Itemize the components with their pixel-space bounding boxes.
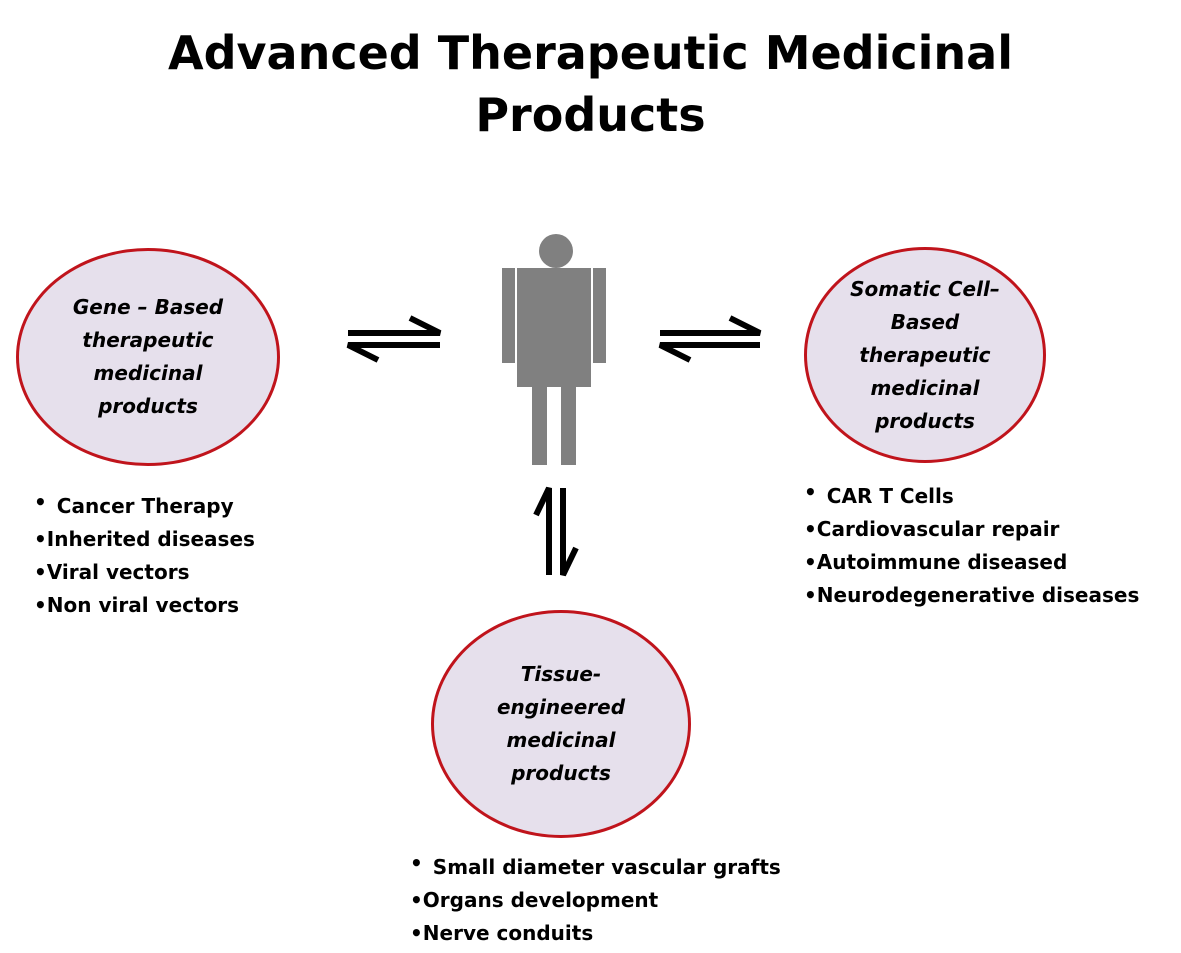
reversible-arrows-icon (346, 315, 442, 363)
list-item: Neurodegenerative diseases (804, 579, 1140, 612)
node-label-line: engineered (496, 695, 626, 719)
somatic-cell-node: Somatic Cell– Based therapeutic medicina… (804, 247, 1046, 463)
gene-based-node: Gene – Based therapeutic medicinal produ… (16, 248, 280, 466)
node-label-line: Gene – Based (72, 295, 224, 319)
list-item: Nerve conduits (410, 917, 781, 950)
node-label-line: Tissue- (520, 662, 602, 686)
list-item: Inherited diseases (34, 523, 255, 556)
node-label-line: medicinal (93, 361, 203, 385)
list-item: Viral vectors (34, 556, 255, 589)
node-label-line: Somatic Cell– (850, 276, 1000, 301)
reversible-arrows-icon (658, 315, 762, 363)
list-item: Cardiovascular repair (804, 513, 1139, 546)
node-label-line: therapeutic (82, 328, 214, 352)
list-item: CAR T Cells (804, 480, 1139, 513)
title-line-2: Products (475, 88, 706, 142)
gene-applications-list: Cancer Therapy Inherited diseases Viral … (34, 490, 255, 622)
list-item: Small diameter vascular grafts (410, 851, 781, 884)
tissue-applications-list: Small diameter vascular grafts Organs de… (410, 851, 781, 950)
person-silhouette-icon (502, 234, 606, 465)
node-label-line: Based (890, 309, 960, 334)
diagram-title: Advanced Therapeutic Medicinal Products (0, 22, 1181, 146)
title-line-1: Advanced Therapeutic Medicinal (168, 26, 1013, 80)
tissue-engineered-node: Tissue- engineered medicinal products (431, 610, 691, 838)
node-label-line: products (511, 761, 611, 785)
node-label-line: therapeutic (859, 342, 991, 367)
list-item: Non viral vectors (34, 589, 255, 622)
node-label-line: medicinal (870, 375, 980, 400)
somatic-applications-list: CAR T Cells Cardiovascular repair Autoim… (804, 480, 1140, 612)
list-item: Autoimmune diseased (804, 546, 1139, 579)
list-item: Cancer Therapy (34, 490, 255, 523)
reversible-arrows-icon (533, 486, 579, 577)
node-label-line: products (98, 394, 198, 418)
node-label-line: medicinal (506, 728, 616, 752)
list-item: Organs development (410, 884, 781, 917)
node-label-line: products (875, 408, 975, 433)
